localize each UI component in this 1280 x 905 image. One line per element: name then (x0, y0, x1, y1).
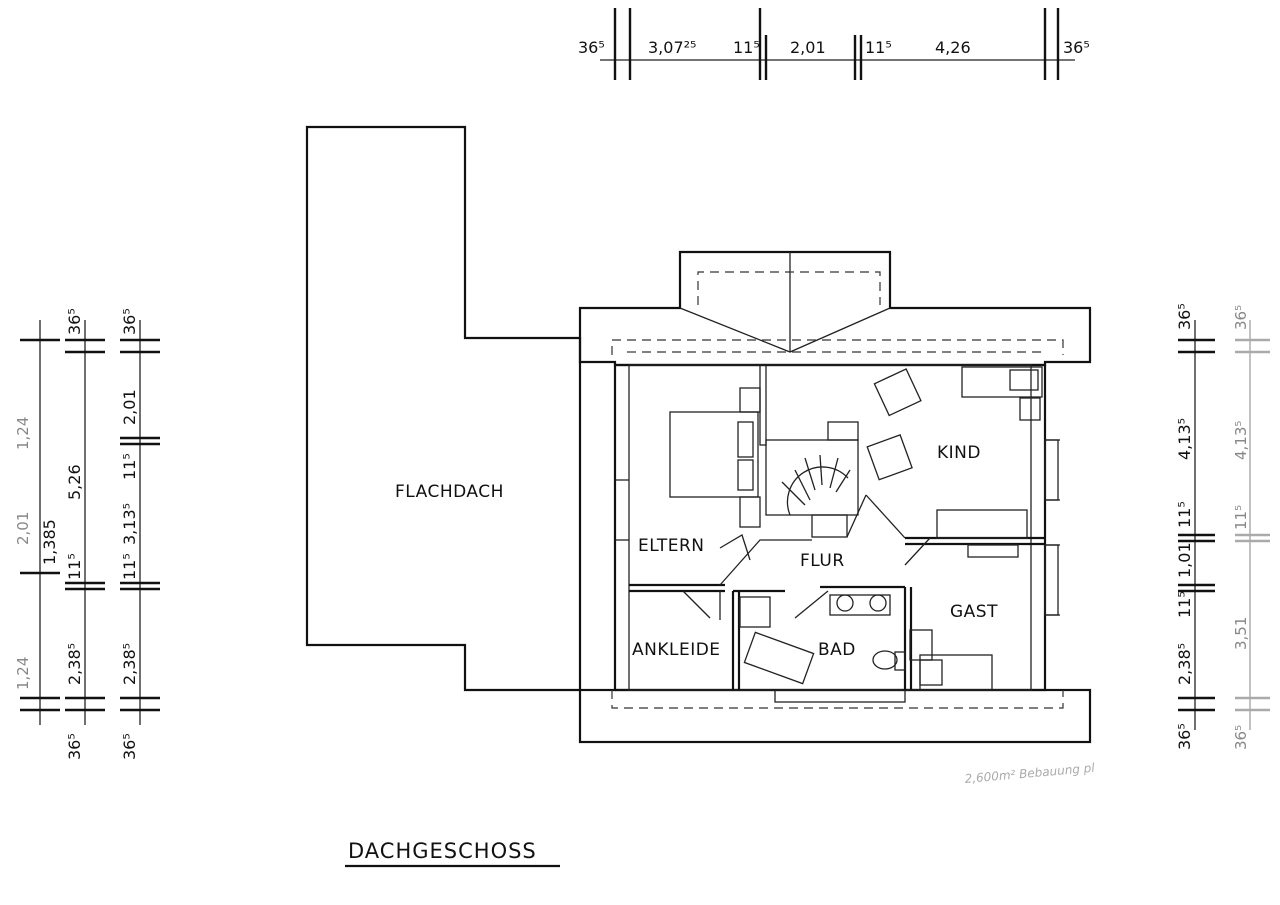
top-dim-7: 36⁵ (1063, 38, 1090, 57)
right-dimension-chains: 36⁵ 4,13⁵ 11⁵ 1,01 11⁵ 2,38⁵ 36⁵ 36⁵ 4,1… (1175, 303, 1270, 750)
left-outer-dim-e: 1,24 (14, 657, 32, 690)
roof-eaves (578, 250, 1092, 744)
outer-walls (613, 363, 1060, 703)
right-dim-top: 36⁵ (1175, 303, 1194, 330)
right-faint-dim-a: 4,13⁵ (1232, 421, 1250, 460)
right-faint-dim-c: 3,51 (1232, 617, 1250, 650)
room-label-kind: KIND (937, 443, 981, 463)
kind-armchair-2 (866, 434, 913, 481)
handwritten-note: 2,600m² Bebauung pl (964, 761, 1096, 786)
room-label-ankleide: ANKLEIDE (632, 640, 721, 660)
room-label-flur: FLUR (800, 551, 845, 571)
room-label-flachdach: FLACHDACH (395, 482, 504, 502)
top-dim-6: 4,26 (935, 38, 971, 57)
right-faint-dim-b: 11⁵ (1232, 505, 1250, 530)
right-dim-a: 4,13⁵ (1175, 418, 1194, 460)
left-inner-dim-d: 11⁵ (120, 553, 139, 580)
kind-bed-top (961, 366, 1043, 398)
bath-sink (739, 596, 771, 628)
kind-bed-bottom (936, 509, 1028, 539)
right-dim-c: 1,01 (1175, 542, 1194, 578)
flat-roof-outline (305, 125, 582, 692)
left-inner-dim-a: 2,01 (120, 389, 139, 425)
left-inner-dim-b: 11⁵ (120, 453, 139, 480)
left-inner-dim-c: 3,13⁵ (120, 503, 139, 545)
top-dim-3: 11⁵ (733, 38, 760, 57)
left-mid-dim-b: 11⁵ (65, 553, 84, 580)
top-dim-5: 11⁵ (865, 38, 892, 57)
left-outer-dim-c: 1,385 (40, 519, 59, 565)
right-dim-bottom: 36⁵ (1175, 723, 1194, 750)
left-inner-dim-top: 36⁵ (120, 308, 139, 335)
furniture (669, 366, 1043, 691)
kind-armchair-1 (873, 368, 922, 417)
drawing-title: DACHGESCHOSS (348, 839, 537, 863)
room-label-gast: GAST (950, 602, 998, 622)
left-mid-dim-a: 5,26 (65, 464, 84, 500)
right-faint-dim-top: 36⁵ (1232, 305, 1250, 330)
right-dim-e: 2,38⁵ (1175, 643, 1194, 685)
left-mid-dim-c: 2,38⁵ (65, 643, 84, 685)
top-dim-4: 2,01 (790, 38, 826, 57)
left-outer-dim-b: 2,01 (14, 512, 32, 545)
top-dim-1: 36⁵ (578, 38, 605, 57)
left-dimension-chains: 1,24 2,01 1,385 1,24 36⁵ 5,26 11⁵ 2,38⁵ … (14, 308, 160, 760)
room-label-bad: BAD (818, 640, 856, 660)
bath-tub (743, 631, 815, 685)
left-inner-dim-bottom: 36⁵ (120, 733, 139, 760)
left-mid-dim-bottom: 36⁵ (65, 733, 84, 760)
eltern-bed (669, 411, 759, 498)
right-dim-d: 11⁵ (1175, 591, 1194, 618)
top-dimension-chain: 36⁵ 3,07²⁵ 11⁵ 2,01 11⁵ 4,26 36⁵ (578, 8, 1090, 80)
top-dim-2: 3,07²⁵ (648, 38, 696, 57)
left-inner-dim-e: 2,38⁵ (120, 643, 139, 685)
bath-double-sink (829, 594, 891, 616)
right-faint-dim-bottom: 36⁵ (1232, 725, 1250, 750)
left-mid-dim-top: 36⁵ (65, 308, 84, 335)
left-outer-dim-a: 1,24 (14, 417, 32, 450)
room-label-eltern: ELTERN (638, 536, 705, 556)
right-dim-b: 11⁵ (1175, 501, 1194, 528)
bath-toilet (872, 650, 898, 670)
